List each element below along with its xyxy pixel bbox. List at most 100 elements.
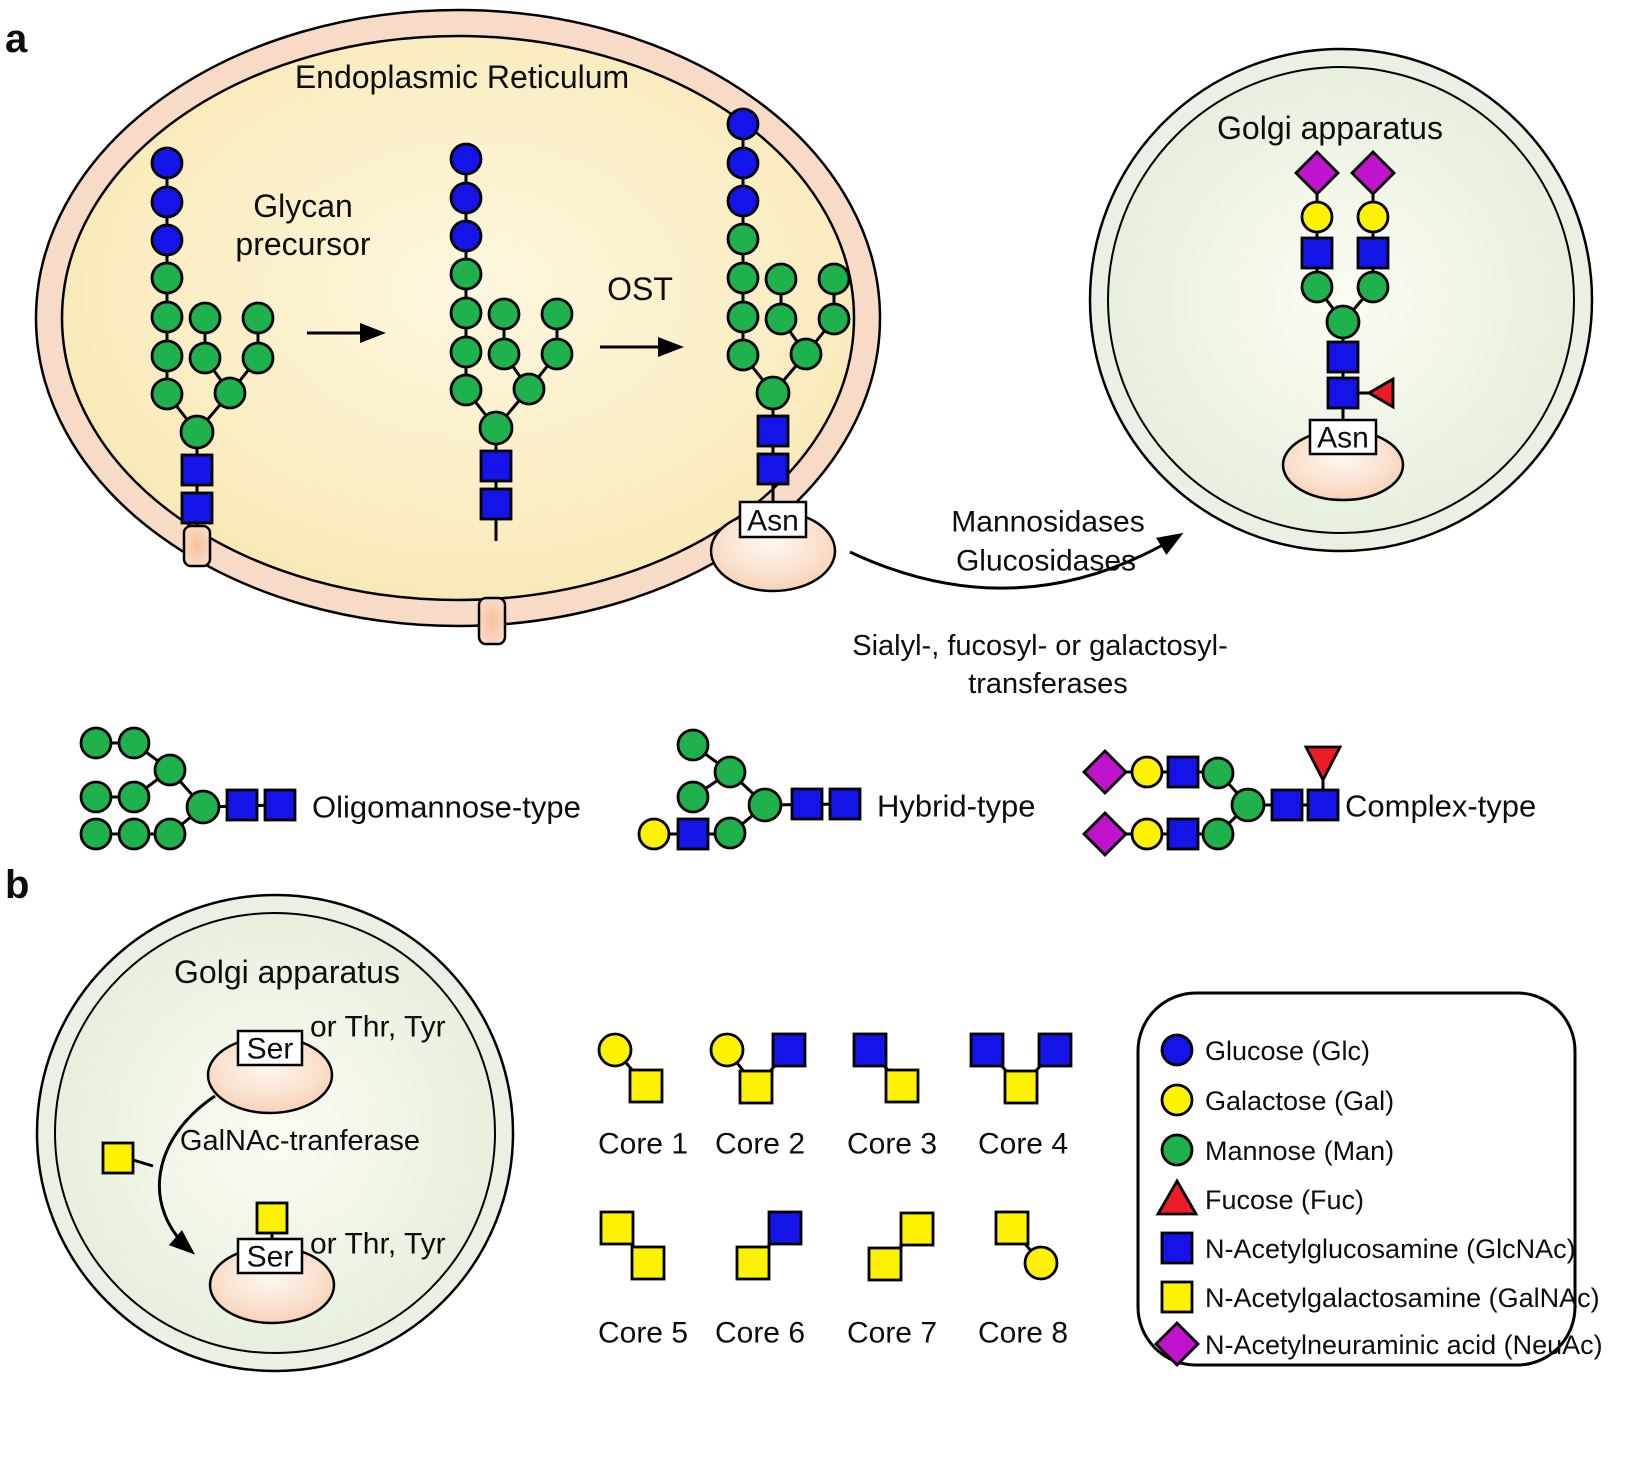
core-5-label: Core 5 [598, 1317, 688, 1350]
enzymes-line1: Mannosidases [951, 506, 1144, 539]
glycan-precursor-label-line1: Glycan [253, 188, 353, 224]
asn-residue-label: Asn [747, 505, 799, 538]
er-title: Endoplasmic Reticulum [295, 59, 629, 95]
enzymes-line2: Glucosidases [956, 545, 1136, 578]
galactose-node [1023, 1245, 1059, 1281]
galactose-node [1356, 200, 1390, 234]
core-4-label: Core 4 [978, 1128, 1068, 1161]
mannose-node [117, 726, 151, 760]
glcnac-node [1300, 236, 1334, 270]
mannose-node [79, 726, 113, 760]
dolichol-anchor-tab [182, 524, 212, 568]
alt-residues-bottom: or Thr, Tyr [310, 1228, 446, 1261]
galnac-transferase-label: GalNAc-tranferase [180, 1125, 420, 1157]
galactose-node [597, 1032, 633, 1068]
glycan-precursor-3-on-asn: Asn [709, 107, 851, 593]
panel-a-letter: a [5, 17, 28, 61]
legend-label: Galactose (Gal) [1205, 1086, 1394, 1116]
galnac-node [599, 1210, 635, 1246]
mannose-node [153, 817, 187, 851]
core-2: Core 2 [709, 1032, 807, 1161]
mannose-node [79, 817, 113, 851]
mannose-node [1201, 817, 1235, 851]
galnac-node [738, 1069, 774, 1105]
mannose-core-node [185, 789, 221, 825]
ser-residue-label: Ser [247, 1241, 294, 1274]
mannose-node [676, 728, 710, 762]
core-6-label: Core 6 [715, 1317, 805, 1350]
galnac-node [899, 1211, 935, 1247]
mannose-node [713, 755, 747, 789]
glcnac-node [771, 1032, 807, 1068]
glycan-precursor-1 [150, 146, 275, 568]
mannose-node [117, 780, 151, 814]
glcnac-node [225, 788, 259, 822]
glcnac-node [1306, 788, 1340, 822]
neuac-node [1294, 150, 1340, 196]
galnac-node [994, 1210, 1030, 1246]
glcnac-square-icon [1160, 1231, 1194, 1265]
mannose-core-node [1325, 304, 1361, 340]
galnac-node [255, 1201, 289, 1235]
glcnac-node [767, 1210, 803, 1246]
panel-a: a Endoplasmic Reticulum Glycan precursor… [5, 8, 1594, 857]
complex-type-label: Complex-type [1345, 789, 1536, 824]
alt-residues-top: or Thr, Tyr [310, 1011, 446, 1044]
complex-type-structure: Complex-type [1082, 745, 1536, 857]
legend-label: N-Acetylneuraminic acid (NeuAc) [1205, 1330, 1603, 1360]
neuac-node [1350, 150, 1396, 196]
golgi-apparatus-a: Golgi apparatus Asn [1088, 47, 1594, 553]
galnac-node [1003, 1069, 1039, 1105]
mannose-node [1356, 270, 1390, 304]
glcnac-node [1326, 340, 1360, 374]
ser-residue-box [236, 1029, 304, 1067]
ser-residue-label: Ser [247, 1033, 294, 1066]
mannose-circle-icon [1160, 1133, 1194, 1167]
golgi-apparatus-b: Golgi apparatus Ser or Thr, Tyr GalNAc-t… [35, 893, 515, 1373]
core-5: Core 5 [598, 1210, 688, 1350]
ost-label: OST [607, 271, 673, 307]
transfer-arrow [157, 1094, 216, 1255]
o-glycan-cores: Core 1 Core 2 Core 3 [597, 1032, 1073, 1350]
transferases-line1: Sialyl-, fucosyl- or galactosyl- [852, 630, 1228, 662]
panel-b: b Golgi apparatus Ser or Thr, Tyr GalNAc… [5, 863, 1603, 1373]
golgi-b-title: Golgi apparatus [174, 954, 400, 990]
glcnac-node [852, 1032, 888, 1068]
galnac-connector [132, 1158, 154, 1168]
core-7: Core 7 [847, 1211, 937, 1350]
glcnac-node [1037, 1032, 1073, 1068]
mannose-core-node [1230, 787, 1266, 823]
hybrid-type-structure: Hybrid-type [637, 728, 1036, 851]
legend-label: Fucose (Fuc) [1205, 1185, 1364, 1215]
legend-label: N-Acetylglucosamine (GlcNAc) [1205, 1234, 1576, 1264]
mannose-node [1300, 270, 1334, 304]
mannose-node [713, 816, 747, 850]
legend-label: Mannose (Man) [1205, 1136, 1394, 1166]
ser-protein-unmodified: Ser or Thr, Tyr [206, 1011, 446, 1115]
galnac-node [735, 1245, 771, 1281]
galactose-node [1130, 817, 1164, 851]
core-4: Core 4 [969, 1032, 1073, 1161]
core-2-label: Core 2 [715, 1128, 805, 1161]
glcnac-node [1326, 376, 1360, 410]
galnac-free-node [101, 1141, 135, 1175]
legend-label: Glucose (Glc) [1205, 1036, 1370, 1066]
core-1: Core 1 [597, 1032, 688, 1161]
mannose-node [676, 780, 710, 814]
er-to-golgi-arrow [849, 532, 1184, 590]
ser-residue-box [236, 1237, 304, 1275]
glcnac-node [1356, 236, 1390, 270]
membrane-protein-tab [477, 596, 507, 646]
galactose-node [1130, 755, 1164, 789]
asn-residue-label: Asn [1317, 422, 1369, 455]
galnac-node [630, 1245, 666, 1281]
symbol-legend: Glucose (Glc) Galactose (Gal) Mannose (M… [1136, 991, 1603, 1367]
core-6: Core 6 [715, 1210, 805, 1350]
galactose-node [637, 817, 671, 851]
mannose-node [79, 780, 113, 814]
glcnac-node [676, 817, 710, 851]
oligomannose-type-label: Oligomannose-type [312, 790, 581, 825]
complex-glycan-on-asn: Asn [1281, 150, 1405, 502]
